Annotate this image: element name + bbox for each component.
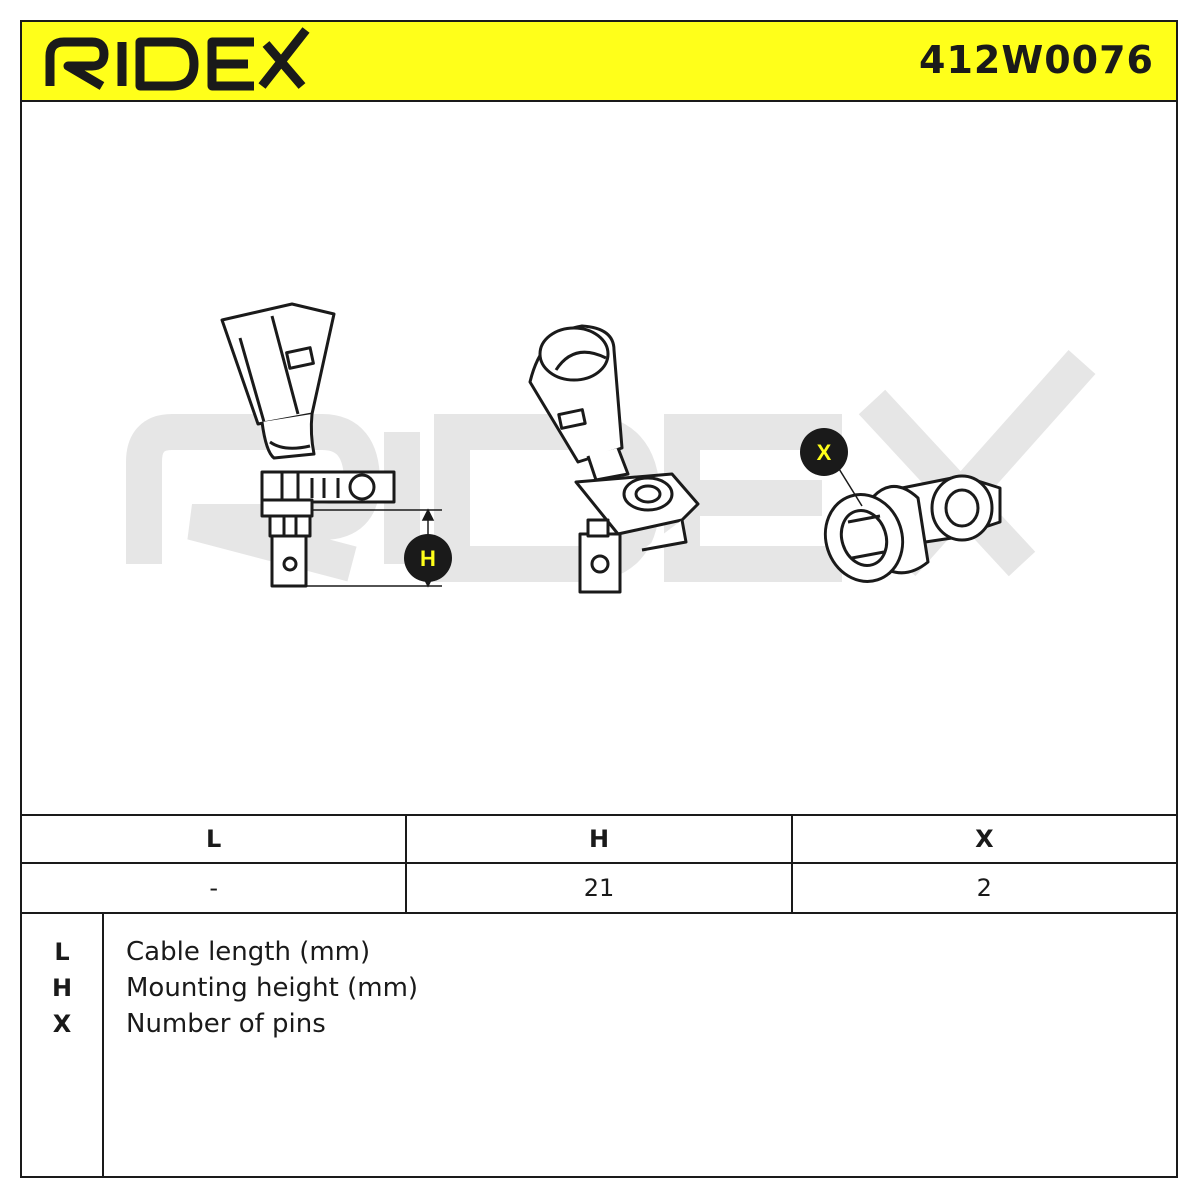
technical-drawing: H bbox=[22, 102, 1176, 814]
part-number: 412W0076 bbox=[919, 38, 1154, 82]
legend-key-x: X bbox=[52, 1010, 72, 1038]
spec-value-h: 21 bbox=[405, 864, 790, 912]
legend-key-h: H bbox=[51, 974, 73, 1002]
header-bar: 412W0076 bbox=[22, 22, 1176, 102]
spec-header-l: L bbox=[206, 825, 222, 853]
ridex-logo bbox=[45, 27, 310, 91]
spec-header-row: L H X bbox=[22, 816, 1176, 864]
legend-desc-h: Mounting height (mm) bbox=[126, 973, 419, 1003]
marker-h: H bbox=[404, 534, 452, 582]
spec-value-row: - 21 2 bbox=[22, 864, 1176, 912]
marker-h-label: H bbox=[420, 546, 436, 571]
spec-header-x: X bbox=[790, 816, 1176, 862]
spec-table: L H X - 21 2 bbox=[22, 814, 1176, 912]
legend-key-l: L bbox=[54, 938, 70, 966]
spec-value-x: 2 bbox=[790, 864, 1176, 912]
legend: L H X Cable length (mm) Mounting height … bbox=[22, 912, 1176, 1178]
sensor-side-view bbox=[220, 302, 396, 588]
marker-x-label: X bbox=[817, 440, 832, 465]
legend-desc-l: Cable length (mm) bbox=[126, 937, 371, 967]
pin-leader bbox=[835, 463, 863, 507]
legend-descriptions: Cable length (mm) Mounting height (mm) N… bbox=[126, 914, 418, 1042]
product-sheet: 412W0076 bbox=[20, 20, 1178, 1178]
legend-desc-x: Number of pins bbox=[126, 1009, 326, 1039]
legend-keys: L H X bbox=[22, 914, 104, 1178]
sensor-connector-view bbox=[823, 474, 1002, 583]
spec-header-h: H bbox=[405, 816, 790, 862]
sensor-perspective-view bbox=[528, 324, 700, 594]
marker-x: X bbox=[800, 428, 848, 476]
spec-value-l: - bbox=[209, 874, 218, 902]
